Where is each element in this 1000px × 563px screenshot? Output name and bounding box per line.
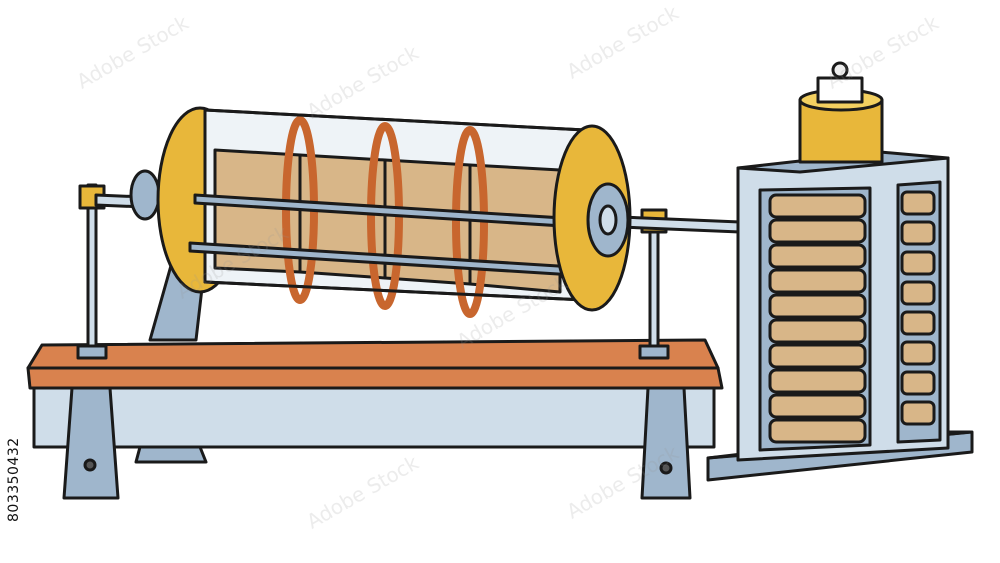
cylinder-coil-icon [129, 106, 632, 318]
bench-icon [26, 338, 724, 500]
voltaic-pile-icon [706, 61, 974, 482]
stock-id-text: 803350432 [6, 437, 22, 522]
